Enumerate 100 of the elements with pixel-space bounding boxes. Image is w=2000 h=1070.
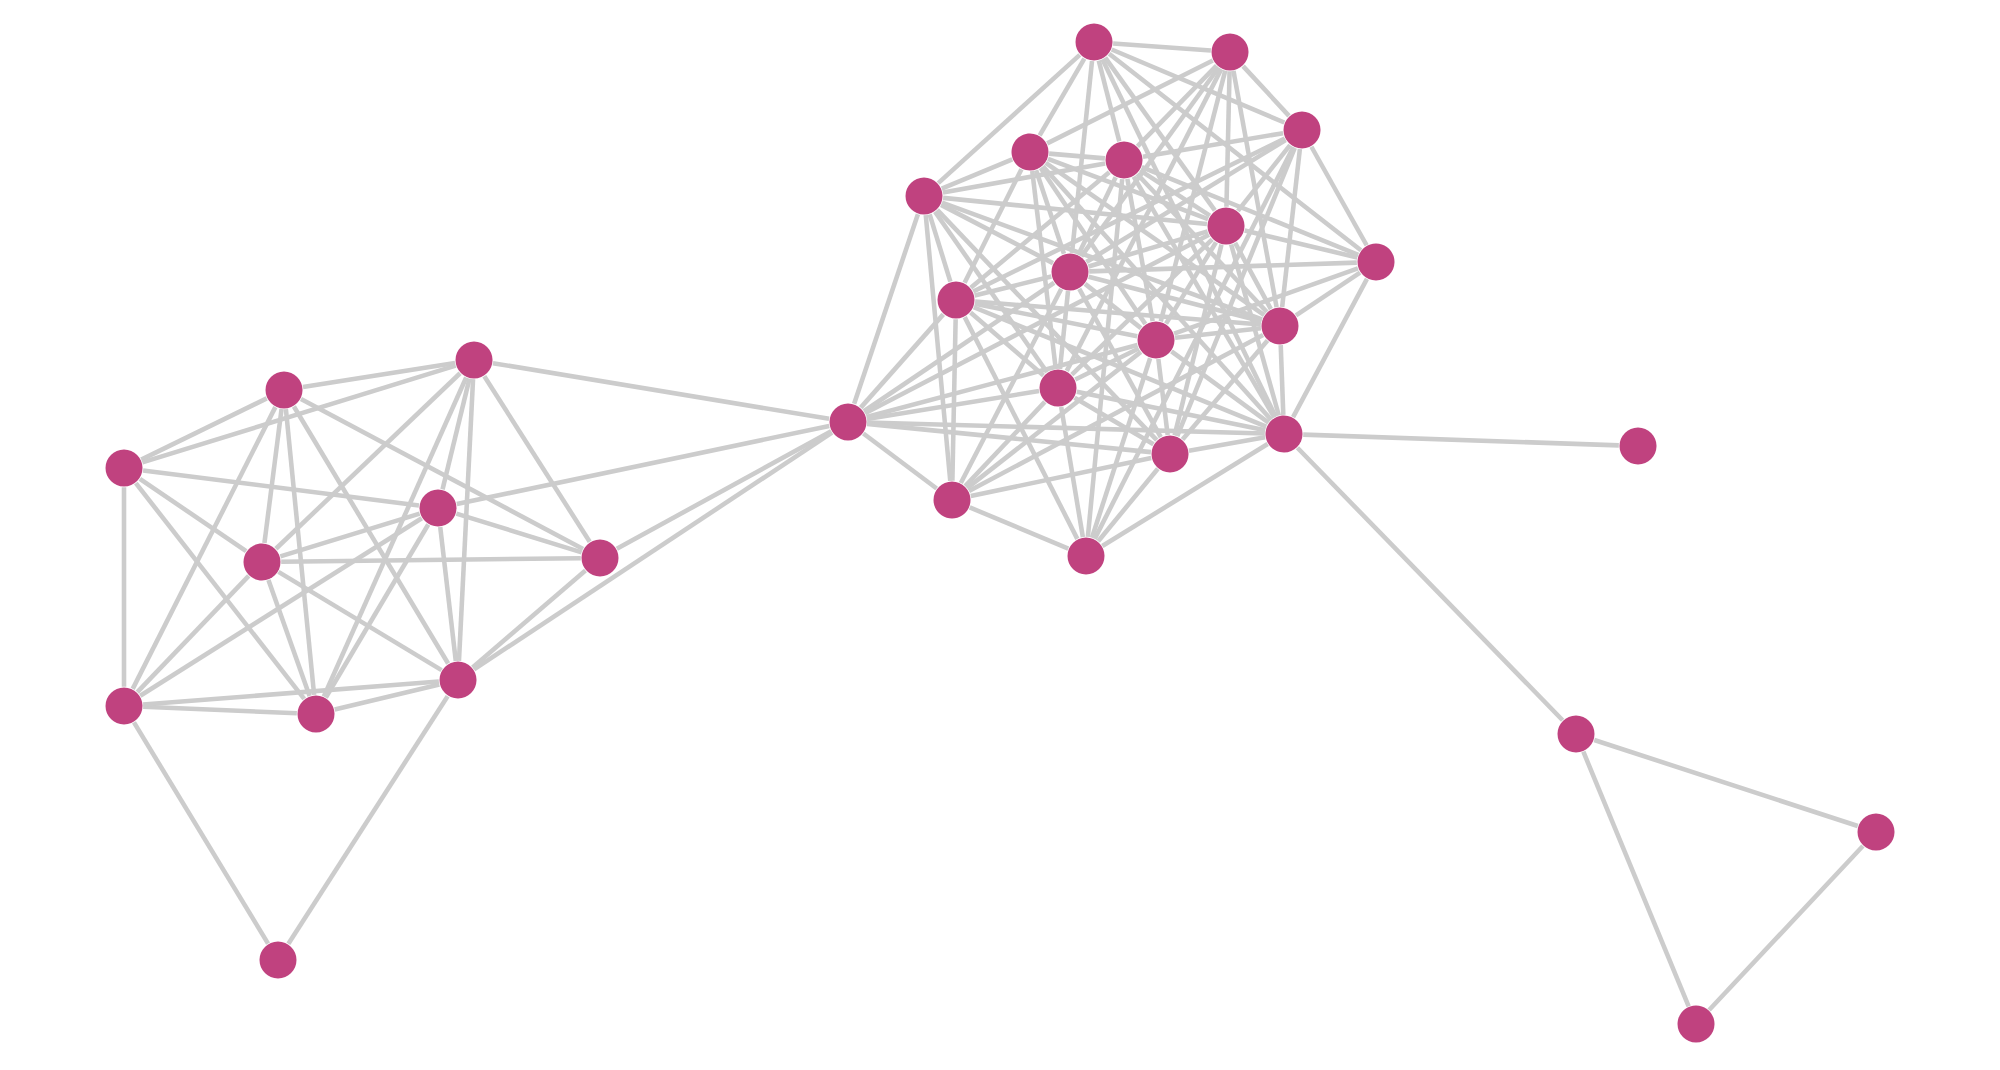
link-line <box>299 397 585 551</box>
link-line <box>1074 346 1140 382</box>
network-node <box>1619 427 1657 465</box>
link-line <box>1069 60 1095 254</box>
link-line <box>1073 395 1155 447</box>
network-node <box>419 489 457 527</box>
link-line <box>1057 290 1071 370</box>
link-line <box>942 161 1106 195</box>
link-line <box>1076 176 1118 256</box>
link-line <box>1092 146 1296 540</box>
link-line <box>1070 237 1214 377</box>
link-line <box>1076 389 1266 433</box>
link-line <box>321 376 469 698</box>
link-line <box>455 511 583 555</box>
link-line <box>1244 228 1358 260</box>
link-line <box>965 350 1143 490</box>
link-line <box>974 301 1138 339</box>
network-node <box>1039 369 1077 407</box>
network-node <box>1557 715 1595 753</box>
link-line <box>1041 164 1273 422</box>
link-line <box>1046 58 1214 146</box>
link-line <box>1047 156 1209 222</box>
link-line <box>1707 844 1865 1012</box>
network-node <box>297 695 335 733</box>
link-line <box>962 168 1024 284</box>
link-line <box>1233 241 1273 311</box>
link-line <box>302 360 456 390</box>
link-line <box>1294 270 1362 318</box>
link-line <box>142 468 420 508</box>
network-node <box>1011 133 1049 171</box>
link-line <box>969 310 1045 378</box>
network-node <box>829 403 867 441</box>
link-line <box>1309 145 1369 247</box>
link-line <box>291 405 451 665</box>
link-line <box>969 170 1111 290</box>
network-node <box>1283 111 1321 149</box>
link-line <box>1279 148 1303 308</box>
network-node <box>1151 435 1189 473</box>
network-node <box>259 941 297 979</box>
link-line <box>1180 339 1270 441</box>
network-node <box>581 539 619 577</box>
link-line <box>1083 282 1143 330</box>
link-line <box>1173 266 1359 336</box>
link-line <box>143 704 297 716</box>
link-line <box>1156 358 1170 436</box>
link-line <box>615 429 833 551</box>
link-line <box>1138 168 1212 218</box>
link-line <box>1135 64 1219 148</box>
link-line <box>1291 277 1369 419</box>
link-line <box>1140 165 1360 257</box>
network-node <box>1051 253 1089 291</box>
link-line <box>482 374 592 544</box>
link-line <box>942 195 1208 227</box>
link-line <box>941 200 1263 322</box>
link-line <box>1142 130 1284 160</box>
link-line <box>334 682 440 712</box>
link-line <box>1303 432 1619 448</box>
network-node <box>1067 537 1105 575</box>
link-line <box>1030 170 1058 370</box>
link-line <box>134 481 306 701</box>
link-line <box>972 136 1286 294</box>
link-line <box>1170 349 1270 425</box>
link-line <box>1103 56 1217 212</box>
link-line <box>274 371 462 551</box>
link-line <box>1295 446 1565 722</box>
link-line <box>1188 435 1266 453</box>
link-line <box>1125 178 1155 322</box>
link-line <box>1164 241 1218 325</box>
link-line <box>968 505 1070 551</box>
network-node <box>105 449 143 487</box>
network-node <box>439 661 477 699</box>
link-line <box>142 679 440 707</box>
network-node <box>1265 415 1303 453</box>
link-line <box>437 526 459 662</box>
link-line <box>1278 345 1286 415</box>
link-line <box>859 312 945 410</box>
link-line <box>1089 357 1153 539</box>
link-line <box>1581 750 1691 1008</box>
link-line <box>866 421 1152 455</box>
link-line <box>135 574 251 694</box>
link-line <box>1241 64 1291 118</box>
link-line <box>1110 47 1286 125</box>
link-line <box>279 511 421 559</box>
link-line <box>1593 737 1859 829</box>
link-line <box>1096 60 1122 142</box>
link-line <box>1101 442 1269 548</box>
link-line <box>1048 151 1106 161</box>
link-line <box>1113 41 1212 53</box>
network-node <box>1677 1005 1715 1043</box>
link-line <box>1089 260 1357 274</box>
link-line <box>1107 52 1363 252</box>
link-line <box>935 208 1159 442</box>
link-line <box>865 342 1139 420</box>
link-line <box>1058 406 1086 538</box>
link-line <box>130 406 278 690</box>
link-line <box>1079 66 1221 258</box>
link-line <box>492 360 830 422</box>
link-line <box>864 232 1210 416</box>
link-line <box>1172 244 1224 436</box>
link-line <box>1087 229 1209 269</box>
